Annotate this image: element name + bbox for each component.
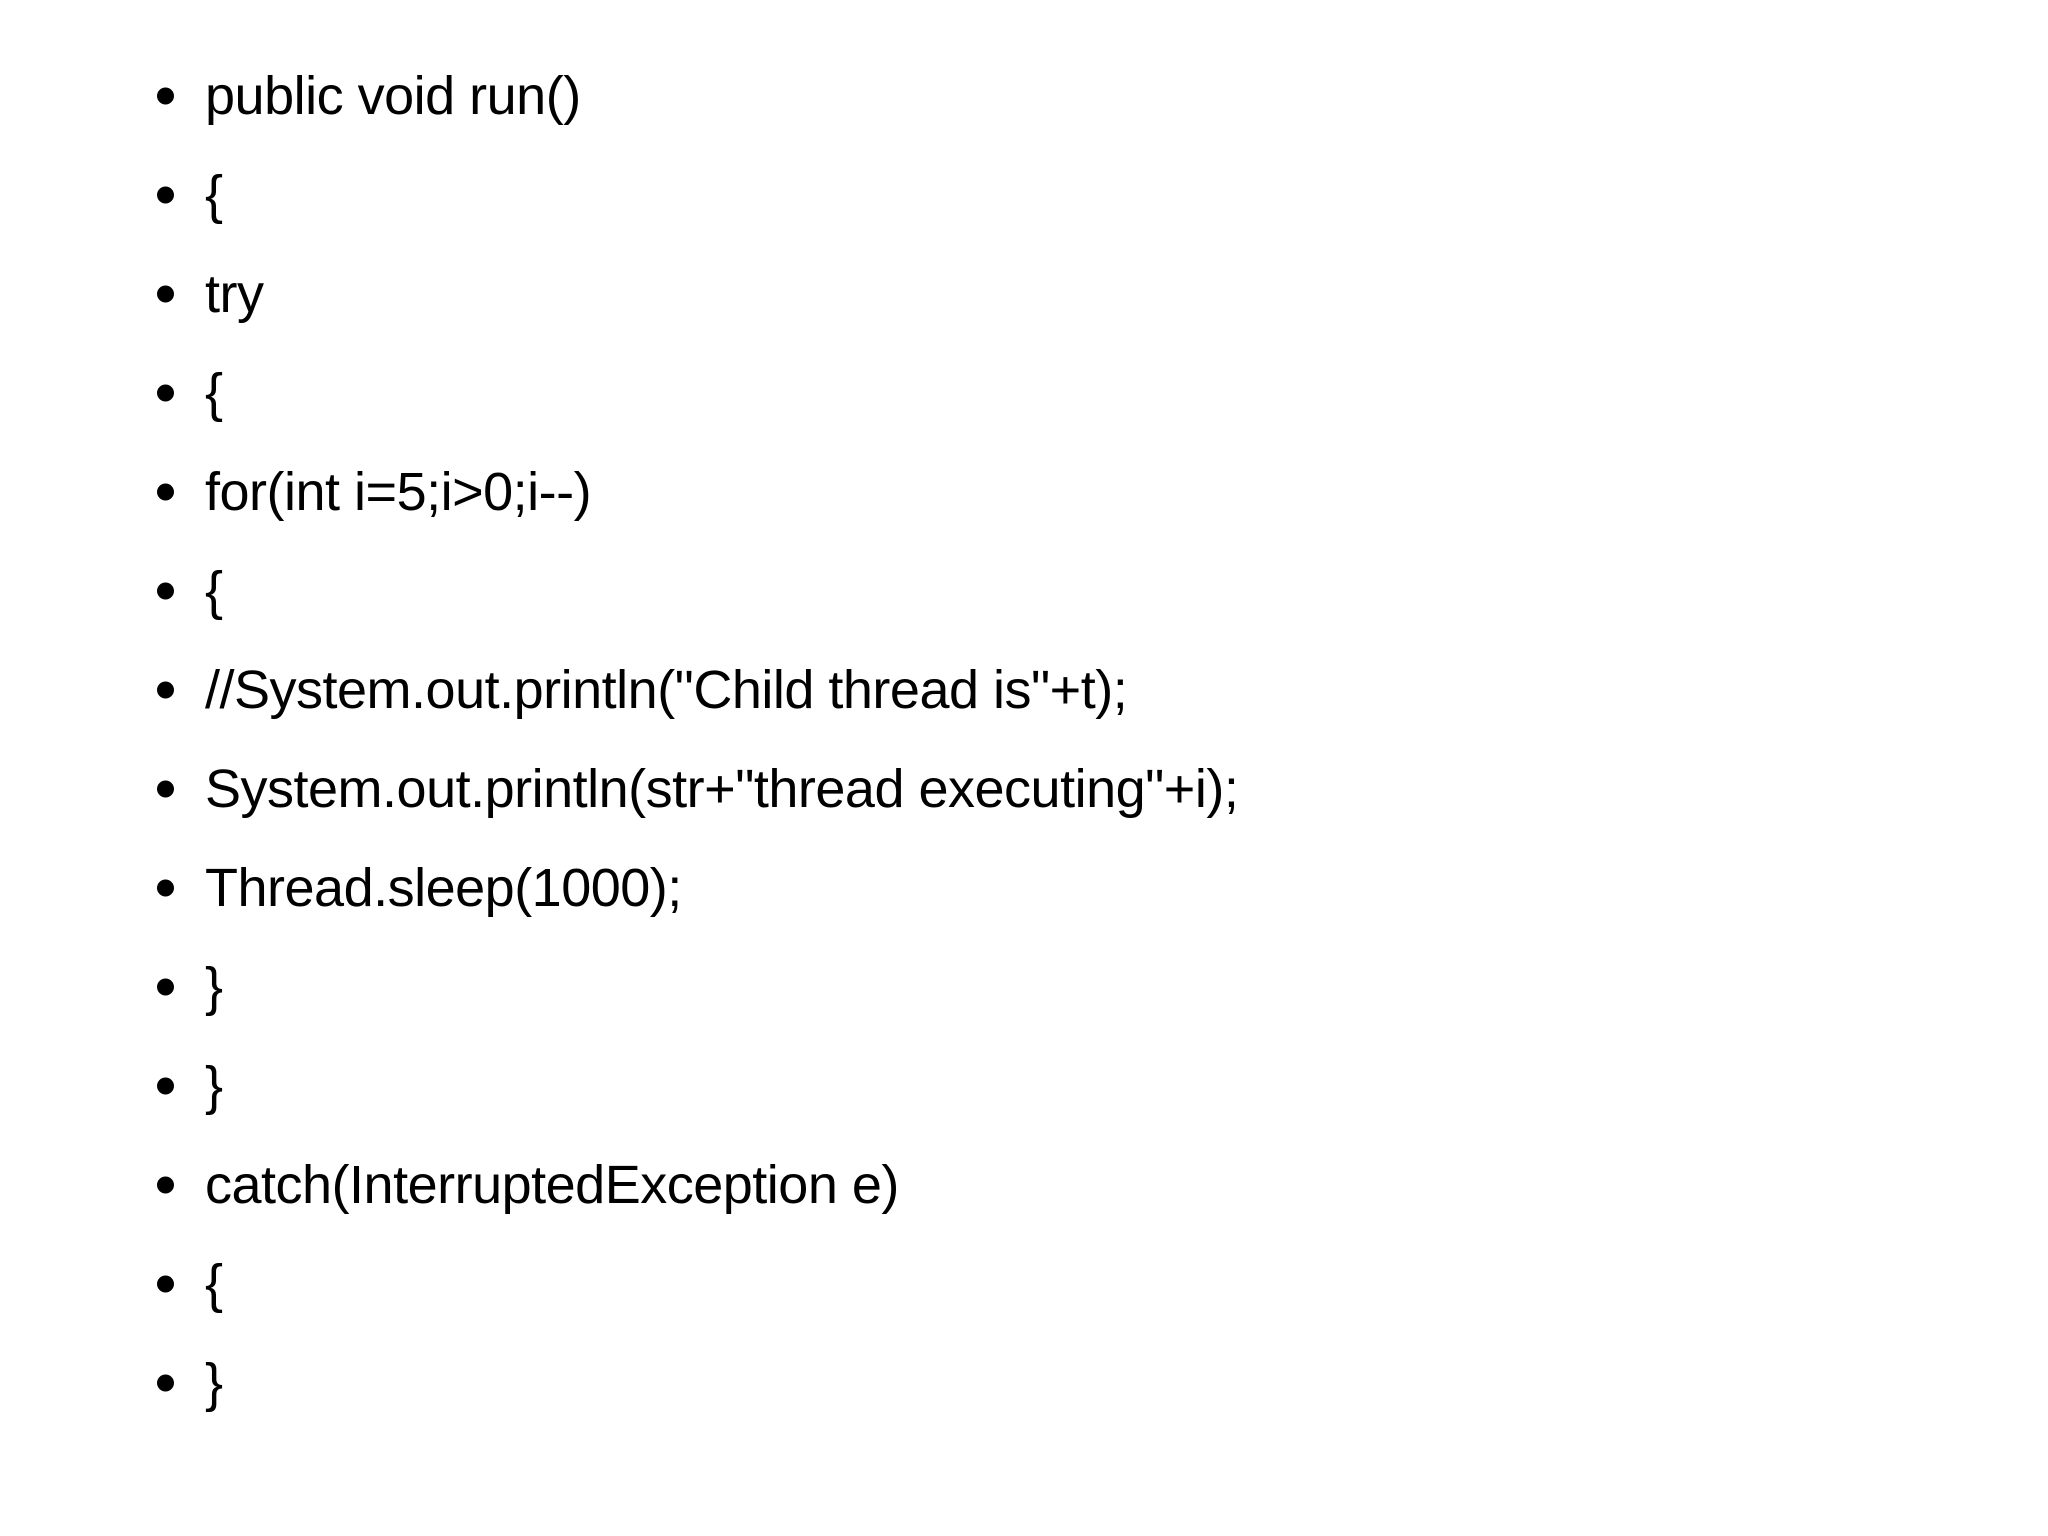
bullet-icon	[157, 879, 174, 896]
code-line: {	[0, 343, 2048, 442]
bullet-icon	[157, 681, 174, 698]
bullet-icon	[157, 483, 174, 500]
bullet-icon	[157, 1374, 174, 1391]
code-line-text: //System.out.println("Child thread is"+t…	[205, 659, 1128, 720]
code-line: System.out.println(str+"thread executing…	[0, 739, 2048, 838]
code-line-text: System.out.println(str+"thread executing…	[205, 758, 1239, 819]
code-line: try	[0, 244, 2048, 343]
code-line: for(int i=5;i>0;i--)	[0, 442, 2048, 541]
code-line-text: public void run()	[205, 65, 581, 126]
bullet-icon	[157, 1275, 174, 1292]
bullet-icon	[157, 1176, 174, 1193]
code-line: catch(InterruptedException e)	[0, 1135, 2048, 1234]
bullet-icon	[157, 1077, 174, 1094]
bullet-icon	[157, 285, 174, 302]
code-line-text: }	[205, 1055, 223, 1116]
code-line-text: {	[205, 362, 223, 423]
bullet-icon	[157, 186, 174, 203]
code-line: }	[0, 1333, 2048, 1432]
code-line-text: catch(InterruptedException e)	[205, 1154, 899, 1215]
bullet-icon	[157, 582, 174, 599]
code-line: Thread.sleep(1000);	[0, 838, 2048, 937]
bullet-icon	[157, 978, 174, 995]
bullet-icon	[157, 384, 174, 401]
code-line: {	[0, 541, 2048, 640]
code-line-text: Thread.sleep(1000);	[205, 857, 682, 918]
code-line-text: {	[205, 1253, 223, 1314]
code-bullet-list: public void run() { try { for(int i=5;i>…	[0, 46, 2048, 1432]
code-line: public void run()	[0, 46, 2048, 145]
code-line-text: for(int i=5;i>0;i--)	[205, 461, 592, 522]
code-line: {	[0, 145, 2048, 244]
bullet-icon	[157, 780, 174, 797]
bullet-icon	[157, 87, 174, 104]
code-line: {	[0, 1234, 2048, 1333]
code-line: }	[0, 1036, 2048, 1135]
code-line-text: }	[205, 1352, 223, 1413]
code-line-text: try	[205, 263, 264, 324]
code-line-text: {	[205, 560, 223, 621]
code-line: }	[0, 937, 2048, 1036]
code-line: //System.out.println("Child thread is"+t…	[0, 640, 2048, 739]
code-line-text: }	[205, 956, 223, 1017]
code-line-text: {	[205, 164, 223, 225]
